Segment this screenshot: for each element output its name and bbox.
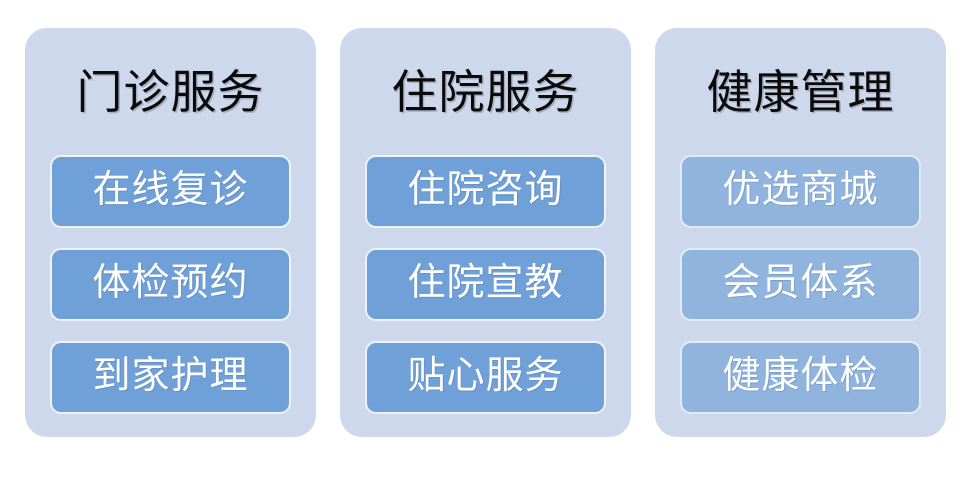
service-button-membership-system[interactable]: 会员体系 (680, 248, 921, 321)
button-stack-outpatient-services: 在线复诊 体检预约 到家护理 (50, 155, 291, 414)
service-button-physical-exam-booking[interactable]: 体检预约 (50, 248, 291, 321)
service-card-inpatient-services: 住院服务 住院咨询 住院宣教 贴心服务 (340, 28, 631, 437)
service-button-inpatient-consultation[interactable]: 住院咨询 (365, 155, 606, 228)
service-button-premium-mall[interactable]: 优选商城 (680, 155, 921, 228)
service-button-considerate-service[interactable]: 贴心服务 (365, 341, 606, 414)
button-stack-health-management: 优选商城 会员体系 健康体检 (680, 155, 921, 414)
button-stack-inpatient-services: 住院咨询 住院宣教 贴心服务 (365, 155, 606, 414)
card-title-inpatient-services: 住院服务 (391, 67, 580, 118)
service-card-outpatient-services: 门诊服务 在线复诊 体检预约 到家护理 (25, 28, 316, 437)
service-button-home-nursing[interactable]: 到家护理 (50, 341, 291, 414)
service-button-health-checkup[interactable]: 健康体检 (680, 341, 921, 414)
card-title-health-management: 健康管理 (706, 67, 895, 118)
service-button-online-follow-up[interactable]: 在线复诊 (50, 155, 291, 228)
service-button-inpatient-education[interactable]: 住院宣教 (365, 248, 606, 321)
service-card-health-management: 健康管理 优选商城 会员体系 健康体检 (655, 28, 946, 437)
card-title-outpatient-services: 门诊服务 (76, 67, 265, 118)
